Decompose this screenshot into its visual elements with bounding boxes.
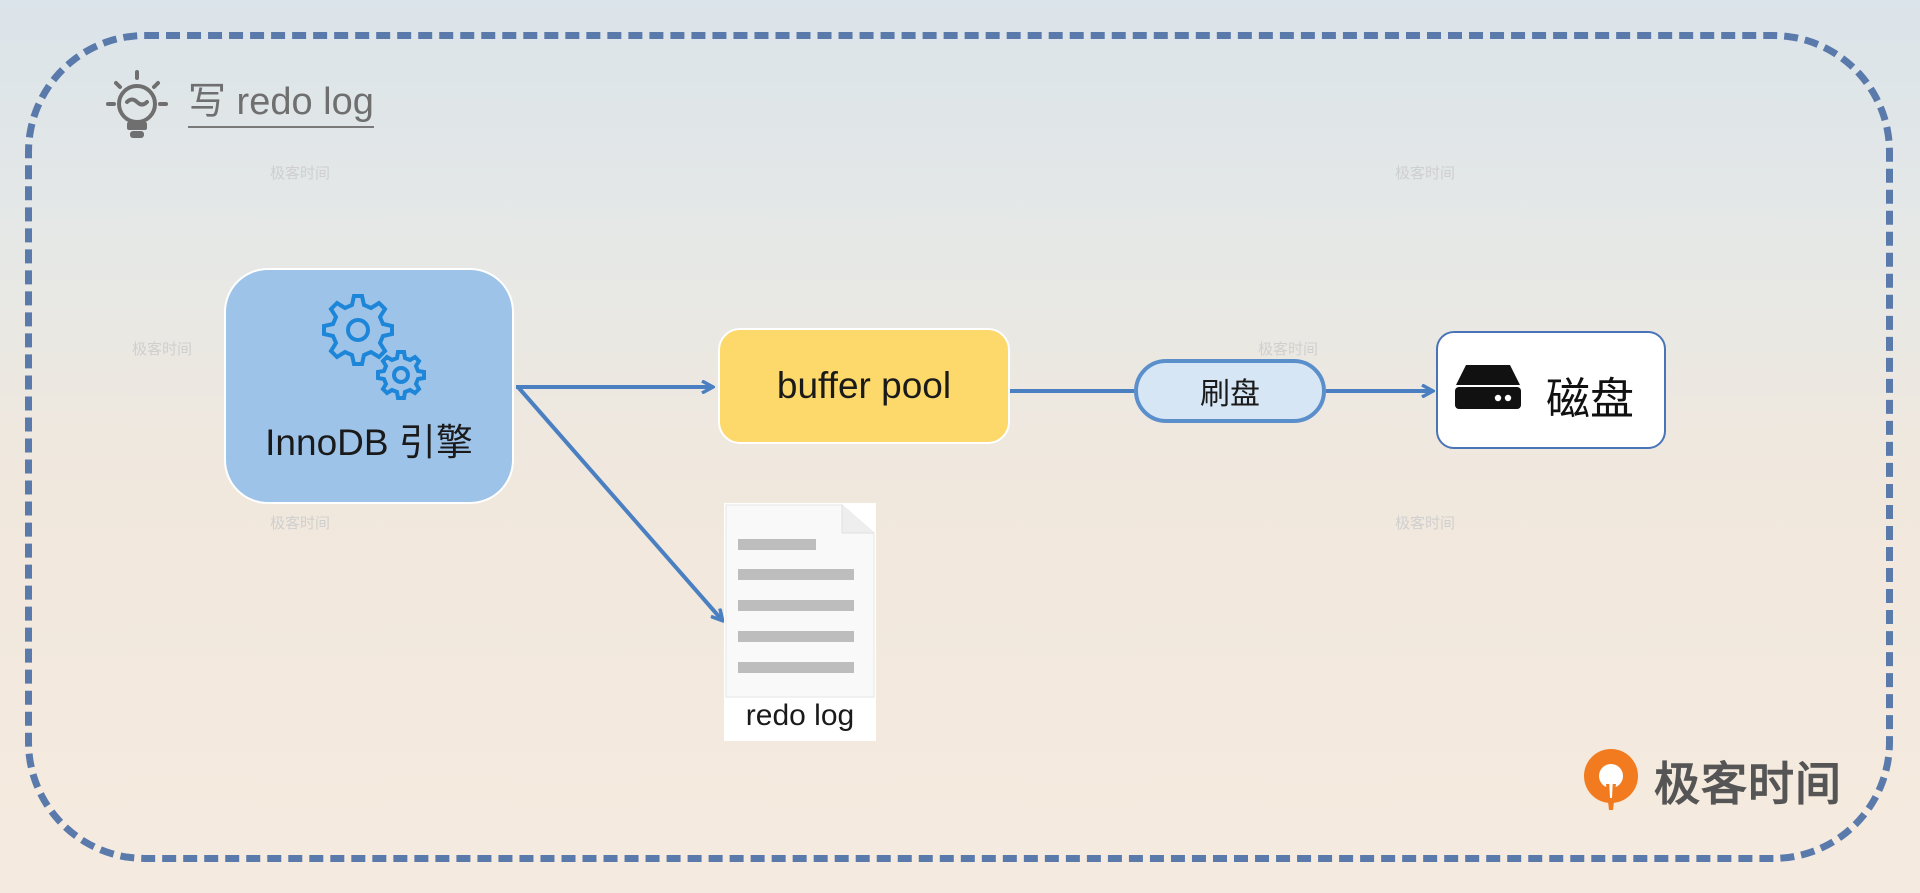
watermark: 极客时间 xyxy=(1258,341,1319,358)
watermark: 极客时间 xyxy=(132,341,193,358)
lightbulb-icon xyxy=(106,70,168,138)
disk-label: 磁盘 xyxy=(1546,375,1634,424)
watermark: 极客时间 xyxy=(270,165,331,182)
brand-logo: 极客时间 xyxy=(1582,748,1842,814)
watermark: 极客时间 xyxy=(1395,515,1456,532)
title-text: 写 redo log xyxy=(188,81,374,128)
document-icon xyxy=(725,504,875,698)
flush-label: 刷盘 xyxy=(1134,359,1326,423)
redo-log-document: redo log xyxy=(724,503,876,741)
watermark: 极客时间 xyxy=(270,515,331,532)
innodb-engine-node: InnoDB 引擎 xyxy=(224,268,514,504)
redo-log-label: redo log xyxy=(745,699,855,732)
geektime-logo-icon xyxy=(1584,749,1638,810)
hard-drive-icon xyxy=(1455,365,1521,409)
buffer-pool-node: buffer pool xyxy=(718,328,1010,444)
dashed-frame xyxy=(25,32,1893,862)
innodb-label: InnoDB 引擎 xyxy=(265,422,473,463)
arrow-innodb-to-redolog xyxy=(516,385,722,620)
watermark: 极客时间 xyxy=(1395,165,1456,182)
disk-node: 磁盘 xyxy=(1436,331,1666,449)
gears-icon xyxy=(322,294,426,400)
brand-text: 极客时间 xyxy=(1654,758,1842,810)
title: 写 redo log xyxy=(100,68,374,142)
